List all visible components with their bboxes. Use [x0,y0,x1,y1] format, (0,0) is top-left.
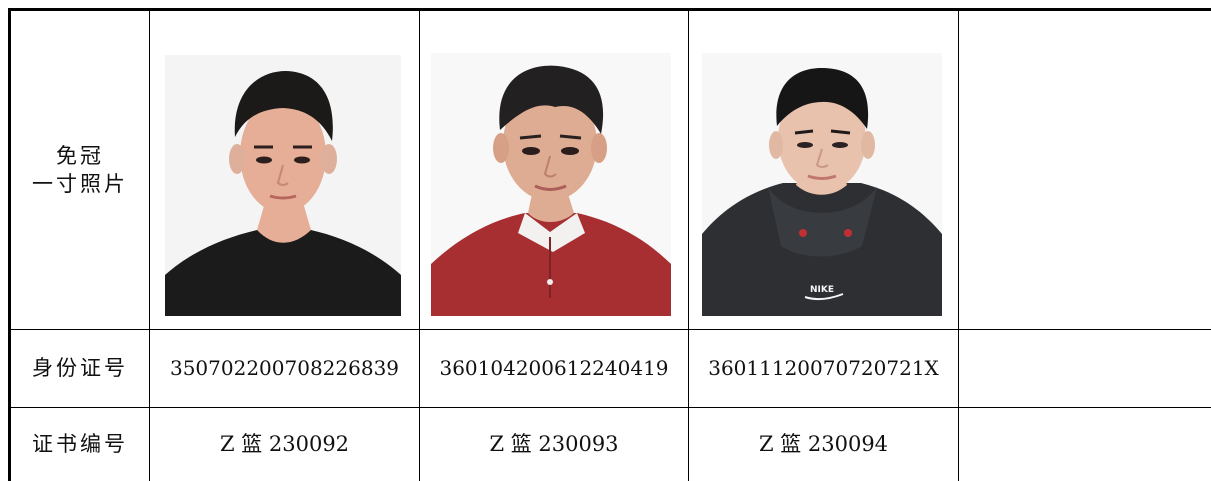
left-eyebrow [519,134,542,140]
right-eyebrow [830,129,851,135]
photo-label-line-1: 免冠 [56,143,104,168]
neck [528,194,574,222]
row-divider [11,407,1211,408]
neck [257,206,311,243]
certificate-row-label: 证书编号 [11,408,149,481]
drawstring-left [799,229,807,237]
right-ear [861,131,875,159]
id-row-label: 身份证号 [11,330,149,407]
right-ear [321,144,337,174]
face [503,87,597,201]
drawstring-right [844,229,852,237]
person-1-id-number: 350702200708226839 [169,356,400,380]
row-divider [11,329,1211,330]
nose [543,155,557,178]
person-2-id-number: 360104200612240419 [439,356,669,380]
person-photo-2 [431,53,671,316]
person-2-certificate-number: Z 篮 230093 [489,432,619,457]
table-top-border [8,8,1211,11]
column-divider [419,11,420,481]
mouth [534,184,567,191]
mouth [807,174,837,180]
left-eye [256,156,272,164]
left-eyebrow [794,129,814,135]
right-eyebrow [559,134,582,140]
left-eye [797,142,813,148]
table-left-border [8,8,11,481]
person-4-certificate-number [959,408,1211,481]
id-label-text: 身份证号 [32,356,128,381]
face [240,97,326,213]
photo-label-line-2: 一寸照片 [32,172,128,196]
left-ear [493,133,509,163]
person-3-certificate-number: Z 篮 230094 [758,432,889,457]
right-eye [561,147,579,155]
nose [276,164,289,186]
right-eye [294,156,310,164]
right-eye [832,142,848,148]
left-ear [229,144,245,174]
column-divider [149,11,150,481]
certificate-label-text: 证书编号 [32,432,128,457]
nike-swoosh [804,293,844,301]
photo-row-label: 免冠 一寸照片 [11,11,149,329]
white-collar [518,213,585,252]
nose [815,148,829,168]
face [778,86,866,192]
column-divider [958,11,959,481]
person-photo-3: NIKE [702,53,942,316]
hair [776,67,869,129]
nike-logo: NIKE [810,285,834,295]
hoodie-hood [768,187,877,257]
hair [499,65,604,134]
column-divider [688,11,689,481]
shirt-button [547,279,553,285]
mouth [269,194,297,200]
person-1-certificate-number: Z 篮 230092 [219,432,350,457]
person-photo-1 [165,55,401,316]
left-ear [769,131,783,159]
person-3-id-number: 36011120070720721X [708,356,939,380]
person-4-id-number [959,330,1211,407]
hair [234,71,333,141]
left-eye [522,147,540,155]
right-ear [591,133,607,163]
black-shirt [165,230,401,316]
